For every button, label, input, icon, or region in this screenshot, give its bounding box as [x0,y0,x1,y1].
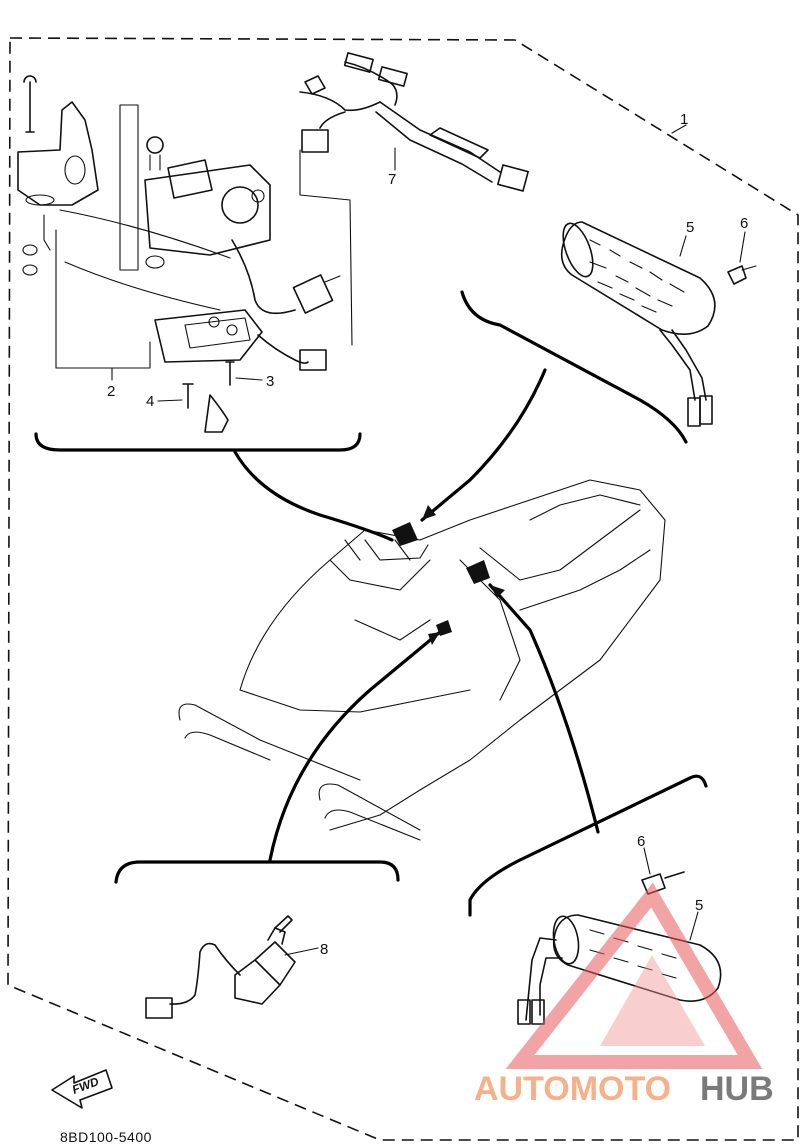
kit-boundary-dashed [7,37,799,1141]
watermark-text-primary: AUTOMOTO [474,1070,671,1108]
switch-assembly-group [17,75,353,433]
callout-shelf-top-left [34,432,362,452]
diagram-code: 8BD100-5400 [60,1129,152,1145]
callout-3: 3 [266,373,274,390]
fwd-arrow-icon: FWD [51,1069,113,1109]
callout-1: 1 [680,111,688,128]
callout-5-top: 5 [686,219,694,236]
callout-5-bottom: 5 [695,897,703,914]
callout-shelf-bottom-right [468,774,708,917]
callout-8: 8 [320,941,328,958]
leader-arrows [233,368,600,862]
callout-7: 7 [388,171,396,188]
callout-4: 4 [146,393,154,410]
leader-1 [671,124,687,134]
toggle-switch-8 [145,915,319,1019]
watermark-triangle [505,882,763,1069]
callout-6-bottom: 6 [637,833,645,850]
callout-shelf-bottom-left [114,860,400,884]
wire-harness-7 [299,52,529,192]
callout-2: 2 [107,383,115,400]
watermark-logo: AUTOMOTO HUB [474,882,774,1108]
callout-shelf-top-right [460,290,688,444]
watermark-text-secondary: HUB [700,1070,774,1108]
grip-heater-top [560,221,757,427]
callout-6-top: 6 [740,215,748,232]
snowmobile-outline [178,479,666,841]
